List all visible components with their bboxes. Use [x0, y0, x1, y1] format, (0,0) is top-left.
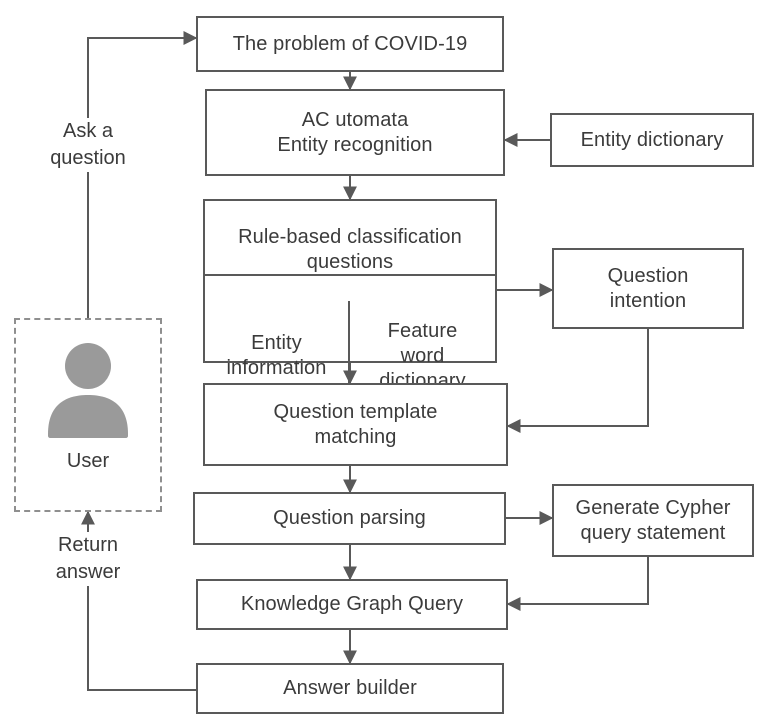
edge-label-return-answer: Return answer: [18, 532, 158, 586]
edge-intention-to-template: [506, 329, 649, 433]
node-question-template-matching-label: Question template matching: [273, 400, 438, 448]
node-entity-dictionary-label: Entity dictionary: [580, 128, 724, 151]
node-question-parsing-label: Question parsing: [273, 507, 426, 529]
node-problem-of-covid19[interactable]: The problem of COVID-19: [196, 16, 504, 72]
node-rule-based-classification-questions[interactable]: Rule-based classification questions: [205, 226, 495, 276]
node-rule-based-label: Rule-based classification questions: [238, 226, 462, 273]
node-question-parsing[interactable]: Question parsing: [193, 492, 506, 545]
node-question-intention[interactable]: Question intention: [552, 248, 744, 329]
node-answer-builder[interactable]: Answer builder: [196, 663, 504, 714]
node-user[interactable]: User: [14, 318, 162, 512]
edge-cypher-to-kgquery: [506, 557, 649, 611]
node-user-label: User: [66, 450, 110, 472]
node-rule-based-classification-group[interactable]: Rule-based classification questions Enti…: [203, 199, 497, 411]
node-question-intention-label: Question intention: [607, 264, 689, 312]
node-problem-label: The problem of COVID-19: [232, 32, 468, 55]
node-question-template-matching[interactable]: Question template matching: [203, 383, 508, 466]
node-entity-dictionary[interactable]: Entity dictionary: [550, 113, 754, 167]
node-knowledge-graph-query-label: Knowledge Graph Query: [240, 593, 464, 615]
node-ac-automata-label: AC utomata Entity recognition: [277, 108, 433, 156]
node-answer-builder-label: Answer builder: [283, 677, 417, 699]
node-entity-information[interactable]: Entity information: [205, 301, 350, 411]
node-ac-automata-entity-recognition[interactable]: AC utomata Entity recognition: [205, 89, 505, 176]
node-entity-information-label: Entity information: [226, 332, 327, 379]
node-generate-cypher-label: Generate Cypher query statement: [575, 496, 731, 544]
node-generate-cypher-query-statement[interactable]: Generate Cypher query statement: [552, 484, 754, 557]
edge-label-ask-a-question: Ask a question: [18, 118, 158, 172]
user-avatar-icon: [48, 343, 128, 438]
edge-ask-question: [87, 31, 198, 318]
node-knowledge-graph-query[interactable]: Knowledge Graph Query: [196, 579, 508, 630]
